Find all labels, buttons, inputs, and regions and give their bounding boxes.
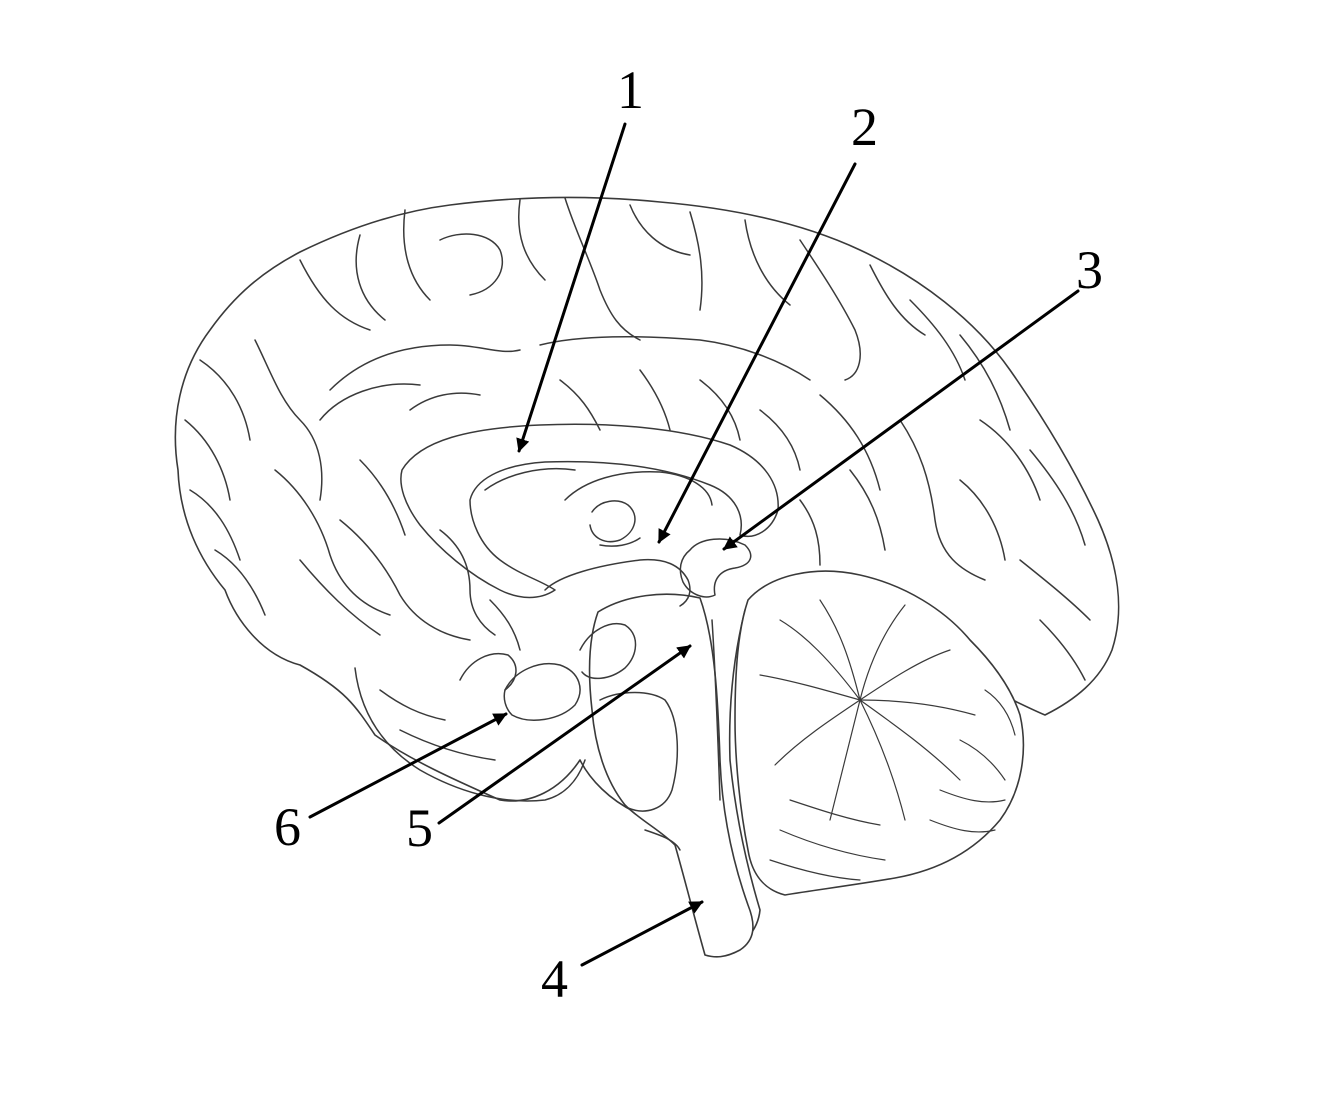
leader-6 — [308, 712, 508, 819]
temporal-lobe — [354, 667, 586, 802]
leader-4 — [580, 900, 704, 967]
corpus-callosum — [400, 423, 779, 599]
label-5: 5 — [406, 798, 433, 858]
leader-5 — [437, 644, 692, 825]
cerebellum — [734, 570, 1025, 896]
label-1: 1 — [617, 60, 644, 120]
leader-3 — [722, 289, 1080, 551]
leader-arrows — [308, 122, 1080, 967]
leader-1 — [516, 122, 627, 453]
label-6: 6 — [274, 797, 301, 857]
label-4: 4 — [541, 949, 568, 1009]
pineal-region — [679, 538, 752, 598]
leader-2 — [657, 162, 857, 544]
brainstem — [588, 593, 754, 958]
label-2: 2 — [851, 97, 878, 157]
brain-illustration — [174, 196, 1120, 958]
label-3: 3 — [1076, 240, 1103, 300]
label-numbers: 1 2 3 4 5 6 — [274, 60, 1103, 1009]
